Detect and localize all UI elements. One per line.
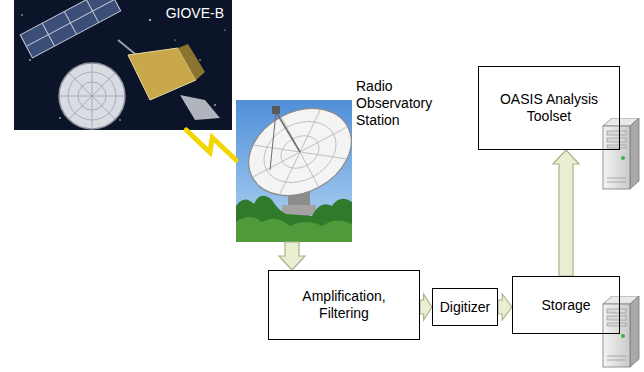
process-box: Digitizer [432,288,498,326]
process-box: Amplification, Filtering [268,270,420,340]
flow-arrow [498,294,512,320]
flow-arrow [553,150,579,276]
box-label: Storage [541,297,590,314]
picture-label: GIOVE-B [166,5,224,22]
picture-label: Radio Observatory Station [356,78,440,128]
box-label: Amplification, Filtering [289,288,399,322]
satellite-picture [14,0,232,130]
station-picture-node: Radio Observatory Station [236,78,440,242]
satellite-picture-node: GIOVE-B [14,0,232,130]
process-box: OASIS Analysis Toolset [478,66,620,150]
box-label: Digitizer [440,299,491,316]
flow-arrow [420,294,432,320]
computer-icon [603,296,639,367]
signal-bolt [186,130,236,160]
box-label: OASIS Analysis Toolset [493,91,605,125]
radio-dish-picture [234,91,367,242]
flow-arrow [279,242,305,270]
computer-icon [603,118,639,189]
process-box: Storage [512,276,620,334]
